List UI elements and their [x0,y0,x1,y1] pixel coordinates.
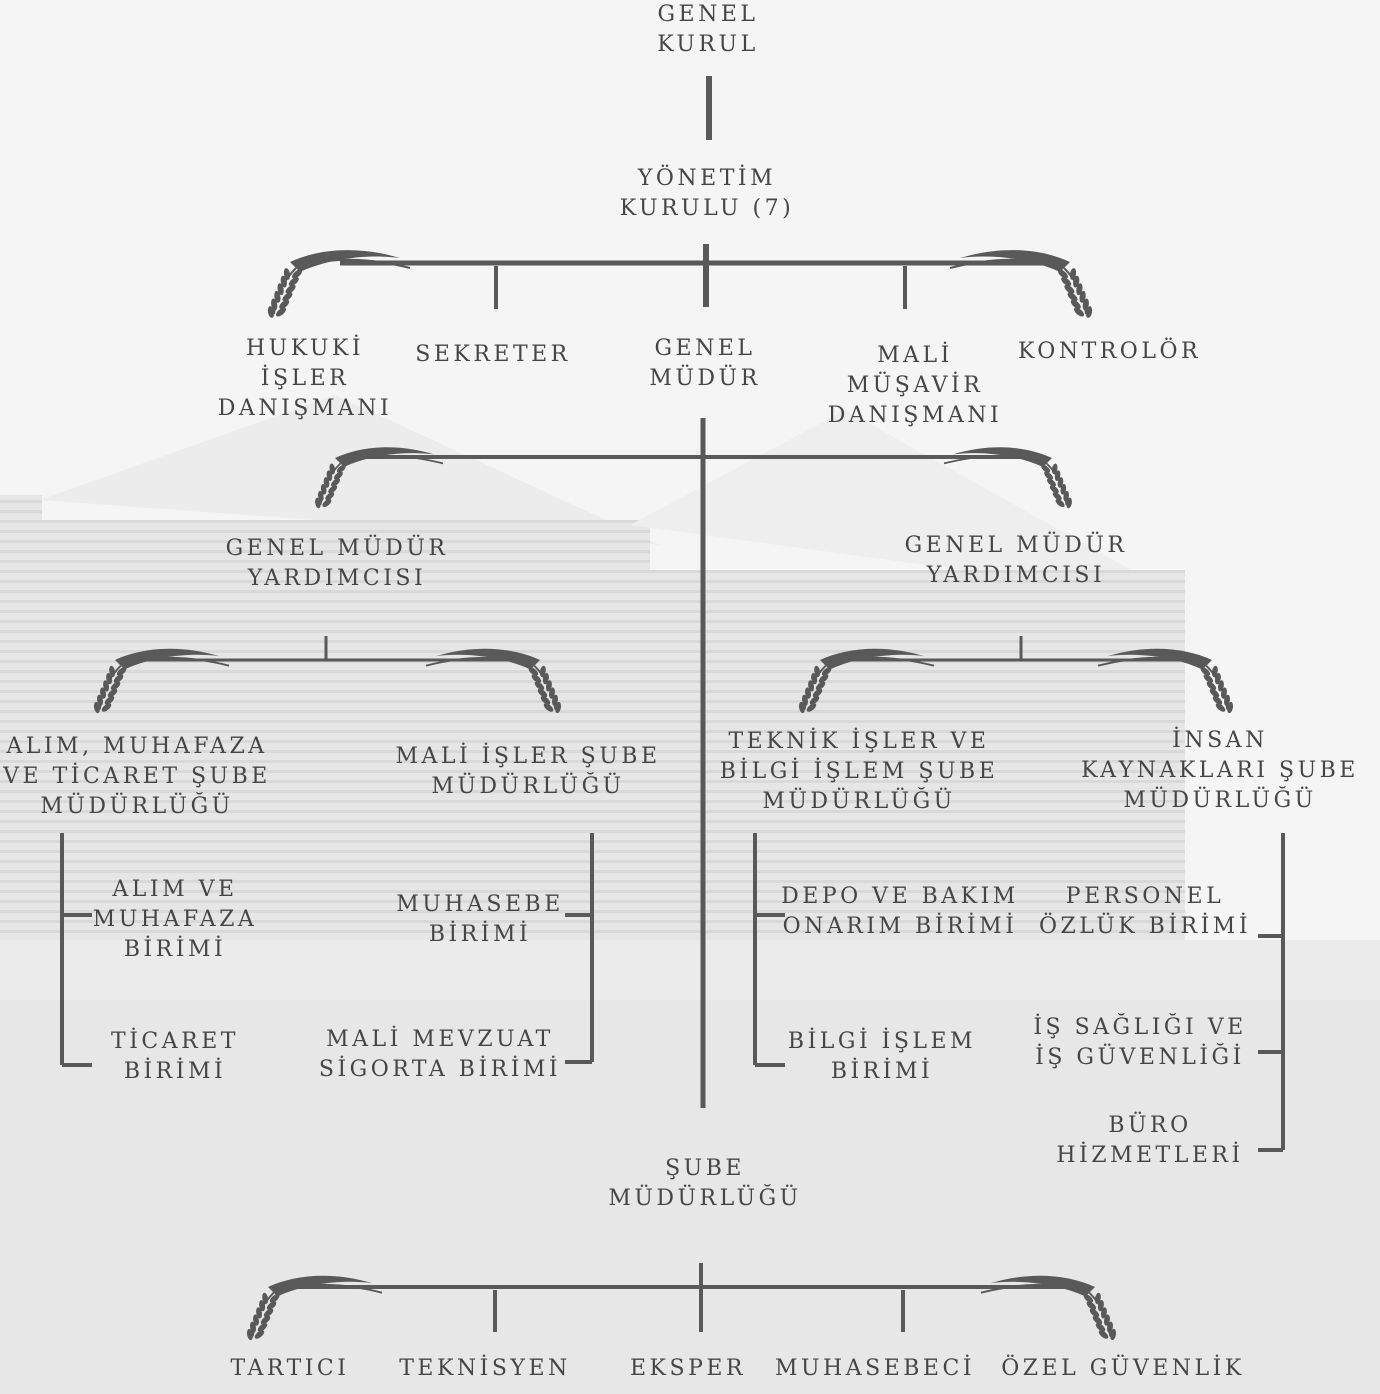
yonetim-kurulu: YÖNETİM KURULU (7) [619,166,795,221]
connector-lines [60,76,1285,1332]
wheat-ornament-icon [315,447,444,509]
buro-hizmetleri: BÜRO HİZMETLERİ [1056,1113,1244,1168]
hukuki-isler-danismani: HUKUKİ İŞLER DANIŞMANI [217,336,393,421]
ticaret-birimi: TİCARET BİRİMİ [111,1029,239,1084]
wheat-ornament-icon [246,1275,383,1341]
personel-ozluk-birimi: PERSONEL ÖZLÜK BİRİMİ [1038,884,1252,939]
alim-muhafaza-ticaret-sube: ALIM, MUHAFAZA VE TİCARET ŞUBE MÜDÜRLÜĞÜ [3,734,271,819]
wheat-ornaments [93,250,1234,1341]
ozel-guvenlik: ÖZEL GÜVENLİK [1001,1356,1245,1381]
genel-mudur-yardimcisi-right: GENEL MÜDÜR YARDIMCISI [904,533,1128,588]
bilgi-islem-birimi: BİLGİ İŞLEM BİRİMİ [787,1029,977,1084]
genel-mudur: GENEL MÜDÜR [649,336,761,391]
teknik-isler-bilgi-islem-sube: TEKNİK İŞLER VE BİLGİ İŞLEM ŞUBE MÜDÜRLÜ… [719,729,999,814]
wheat-ornament-icon [1097,648,1234,714]
mali-mevzuat-sigorta-birimi: MALİ MEVZUAT SİGORTA BİRİMİ [318,1027,562,1082]
wheat-ornament-icon [949,250,1093,318]
depo-bakim-onarim-birimi: DEPO VE BAKIM ONARIM BİRİMİ [781,884,1019,939]
kontrolor: KONTROLÖR [1017,339,1202,364]
teknisyen: TEKNİSYEN [399,1356,571,1381]
mali-musavir-danismani: MALİ MÜŞAVİR DANIŞMANI [827,343,1003,428]
insan-kaynaklari-sube: İNSAN KAYNAKLARI ŞUBE MÜDÜRLÜĞÜ [1081,728,1359,813]
tartici: TARTICI [230,1356,350,1381]
wheat-ornament-icon [93,648,230,714]
wheat-ornament-icon [943,447,1072,509]
genel-kurul: GENEL KURUL [657,2,759,57]
muhasebe-birimi: MUHASEBE BİRİMİ [396,892,564,947]
wheat-ornament-icon [425,648,562,714]
alim-muhafaza-birimi: ALIM VE MUHAFAZA BİRİMİ [92,877,258,962]
wheat-ornament-icon [267,250,411,318]
eksper: EKSPER [630,1356,746,1381]
wheat-ornament-icon [798,648,935,714]
sube-mudurlugu: ŞUBE MÜDÜRLÜĞÜ [608,1156,802,1211]
mali-isler-sube: MALİ İŞLER ŞUBE MÜDÜRLÜĞÜ [395,744,661,799]
is-sagligi-is-guvenligi: İŞ SAĞLIĞI VE İŞ GÜVENLİĞİ [1033,1015,1247,1070]
muhasebeci: MUHASEBECİ [774,1356,976,1381]
genel-mudur-yardimcisi-left: GENEL MÜDÜR YARDIMCISI [225,536,449,591]
sekreter: SEKRETER [415,342,571,367]
wheat-ornament-icon [980,1275,1117,1341]
